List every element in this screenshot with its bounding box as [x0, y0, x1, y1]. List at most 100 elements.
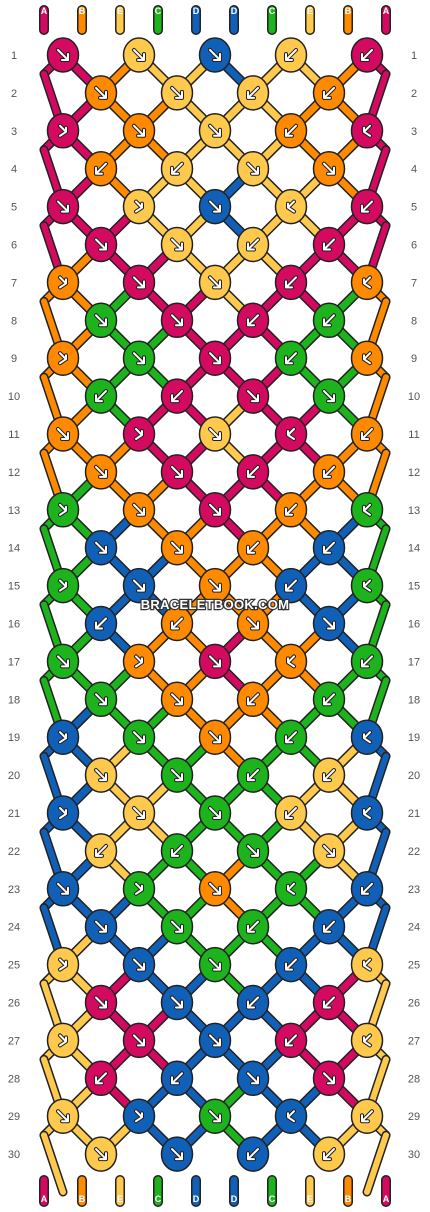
knot	[198, 113, 232, 149]
knot-arrow-icon	[59, 503, 67, 516]
knot	[274, 795, 308, 831]
knot-arrow-icon	[361, 882, 373, 895]
knot	[312, 378, 346, 414]
knot	[122, 643, 156, 680]
knot	[84, 150, 118, 187]
row-number-left: 28	[8, 1073, 20, 1085]
top-strand-label: D	[231, 6, 238, 16]
bottom-strand-label: B	[79, 1194, 86, 1204]
knot-arrow-icon	[323, 390, 335, 403]
knot	[198, 492, 232, 528]
knot-arrow-icon	[95, 314, 107, 327]
knot	[274, 340, 308, 376]
knot-arrow-icon	[209, 200, 221, 213]
row-number-right: 8	[411, 315, 417, 327]
row-number-left: 9	[11, 353, 17, 365]
knot-arrow-icon	[209, 1034, 221, 1047]
row-number-left: 16	[8, 619, 20, 631]
knot	[350, 492, 384, 528]
knot	[350, 416, 384, 452]
knot-arrow-icon	[133, 1034, 145, 1047]
knot-arrow-icon	[95, 162, 107, 175]
knot-arrow-icon	[363, 352, 371, 365]
knot	[350, 188, 384, 225]
knot-arrow-icon	[135, 200, 143, 213]
knot-arrow-icon	[59, 276, 67, 289]
knot	[84, 529, 118, 566]
row-number-left: 12	[8, 467, 20, 479]
knot	[274, 113, 308, 149]
knot-arrow-icon	[57, 655, 69, 668]
row-number-left: 29	[8, 1111, 20, 1123]
knot-arrow-icon	[363, 731, 371, 744]
knot-arrow-icon	[171, 541, 183, 554]
knot	[122, 264, 156, 301]
knot-arrow-icon	[133, 124, 145, 137]
knot-arrow-icon	[95, 693, 107, 706]
row-number-right: 28	[408, 1073, 420, 1085]
knot-arrow-icon	[95, 1148, 107, 1161]
knot-arrow-icon	[363, 1034, 371, 1047]
row-number-left: 20	[8, 770, 20, 782]
knot	[236, 908, 270, 945]
knot-arrow-icon	[57, 428, 69, 440]
knot-arrow-icon	[95, 465, 107, 478]
knot	[84, 681, 118, 718]
row-number-left: 17	[8, 656, 20, 668]
knot-arrow-icon	[209, 731, 221, 744]
knot	[198, 719, 232, 755]
knot-arrow-icon	[285, 731, 297, 744]
knot-arrow-icon	[247, 769, 259, 782]
edge-strand	[364, 1132, 389, 1195]
row-number-left: 5	[11, 202, 17, 214]
row-number-right: 2	[411, 88, 417, 100]
knot-arrow-icon	[363, 503, 371, 516]
knot-arrow-icon	[59, 124, 67, 137]
bottom-strand-label: D	[231, 1194, 238, 1204]
knot-arrow-icon	[171, 162, 183, 175]
knot-arrow-icon	[323, 693, 335, 706]
knot-arrow-icon	[135, 882, 143, 895]
knot-arrow-icon	[95, 390, 107, 403]
top-strand-label: B	[79, 6, 86, 16]
knot-arrow-icon	[209, 276, 221, 289]
knot	[274, 871, 308, 907]
knot	[46, 795, 80, 831]
knot-arrow-icon	[171, 920, 183, 933]
knot-arrow-icon	[95, 86, 107, 99]
knot	[350, 719, 384, 755]
knot-arrow-icon	[209, 655, 221, 668]
knot	[160, 1136, 194, 1172]
knot	[198, 188, 232, 225]
row-number-left: 26	[8, 998, 20, 1010]
knot-arrow-icon	[59, 352, 67, 365]
knot	[198, 643, 232, 680]
row-number-right: 18	[408, 694, 420, 706]
knot	[160, 605, 194, 642]
knot	[350, 871, 384, 907]
knot	[236, 226, 270, 263]
knot	[122, 1098, 156, 1134]
knot	[350, 37, 384, 73]
knot-arrow-icon	[247, 541, 259, 554]
row-number-left: 27	[8, 1035, 20, 1047]
knot-arrow-icon	[287, 655, 295, 668]
knot	[350, 264, 384, 301]
knot-arrow-icon	[209, 958, 221, 971]
knot-arrow-icon	[133, 352, 145, 365]
knot-arrow-icon	[95, 844, 107, 857]
knot	[312, 984, 346, 1021]
knot	[274, 719, 308, 755]
knot-arrow-icon	[247, 390, 259, 403]
knot	[312, 833, 346, 869]
row-number-left: 30	[8, 1149, 20, 1161]
knot	[122, 946, 156, 983]
knot-arrow-icon	[323, 314, 335, 327]
knot	[46, 1022, 80, 1059]
knot	[350, 113, 384, 149]
knot	[274, 643, 308, 680]
knot	[160, 454, 194, 490]
row-number-left: 11	[8, 429, 19, 441]
